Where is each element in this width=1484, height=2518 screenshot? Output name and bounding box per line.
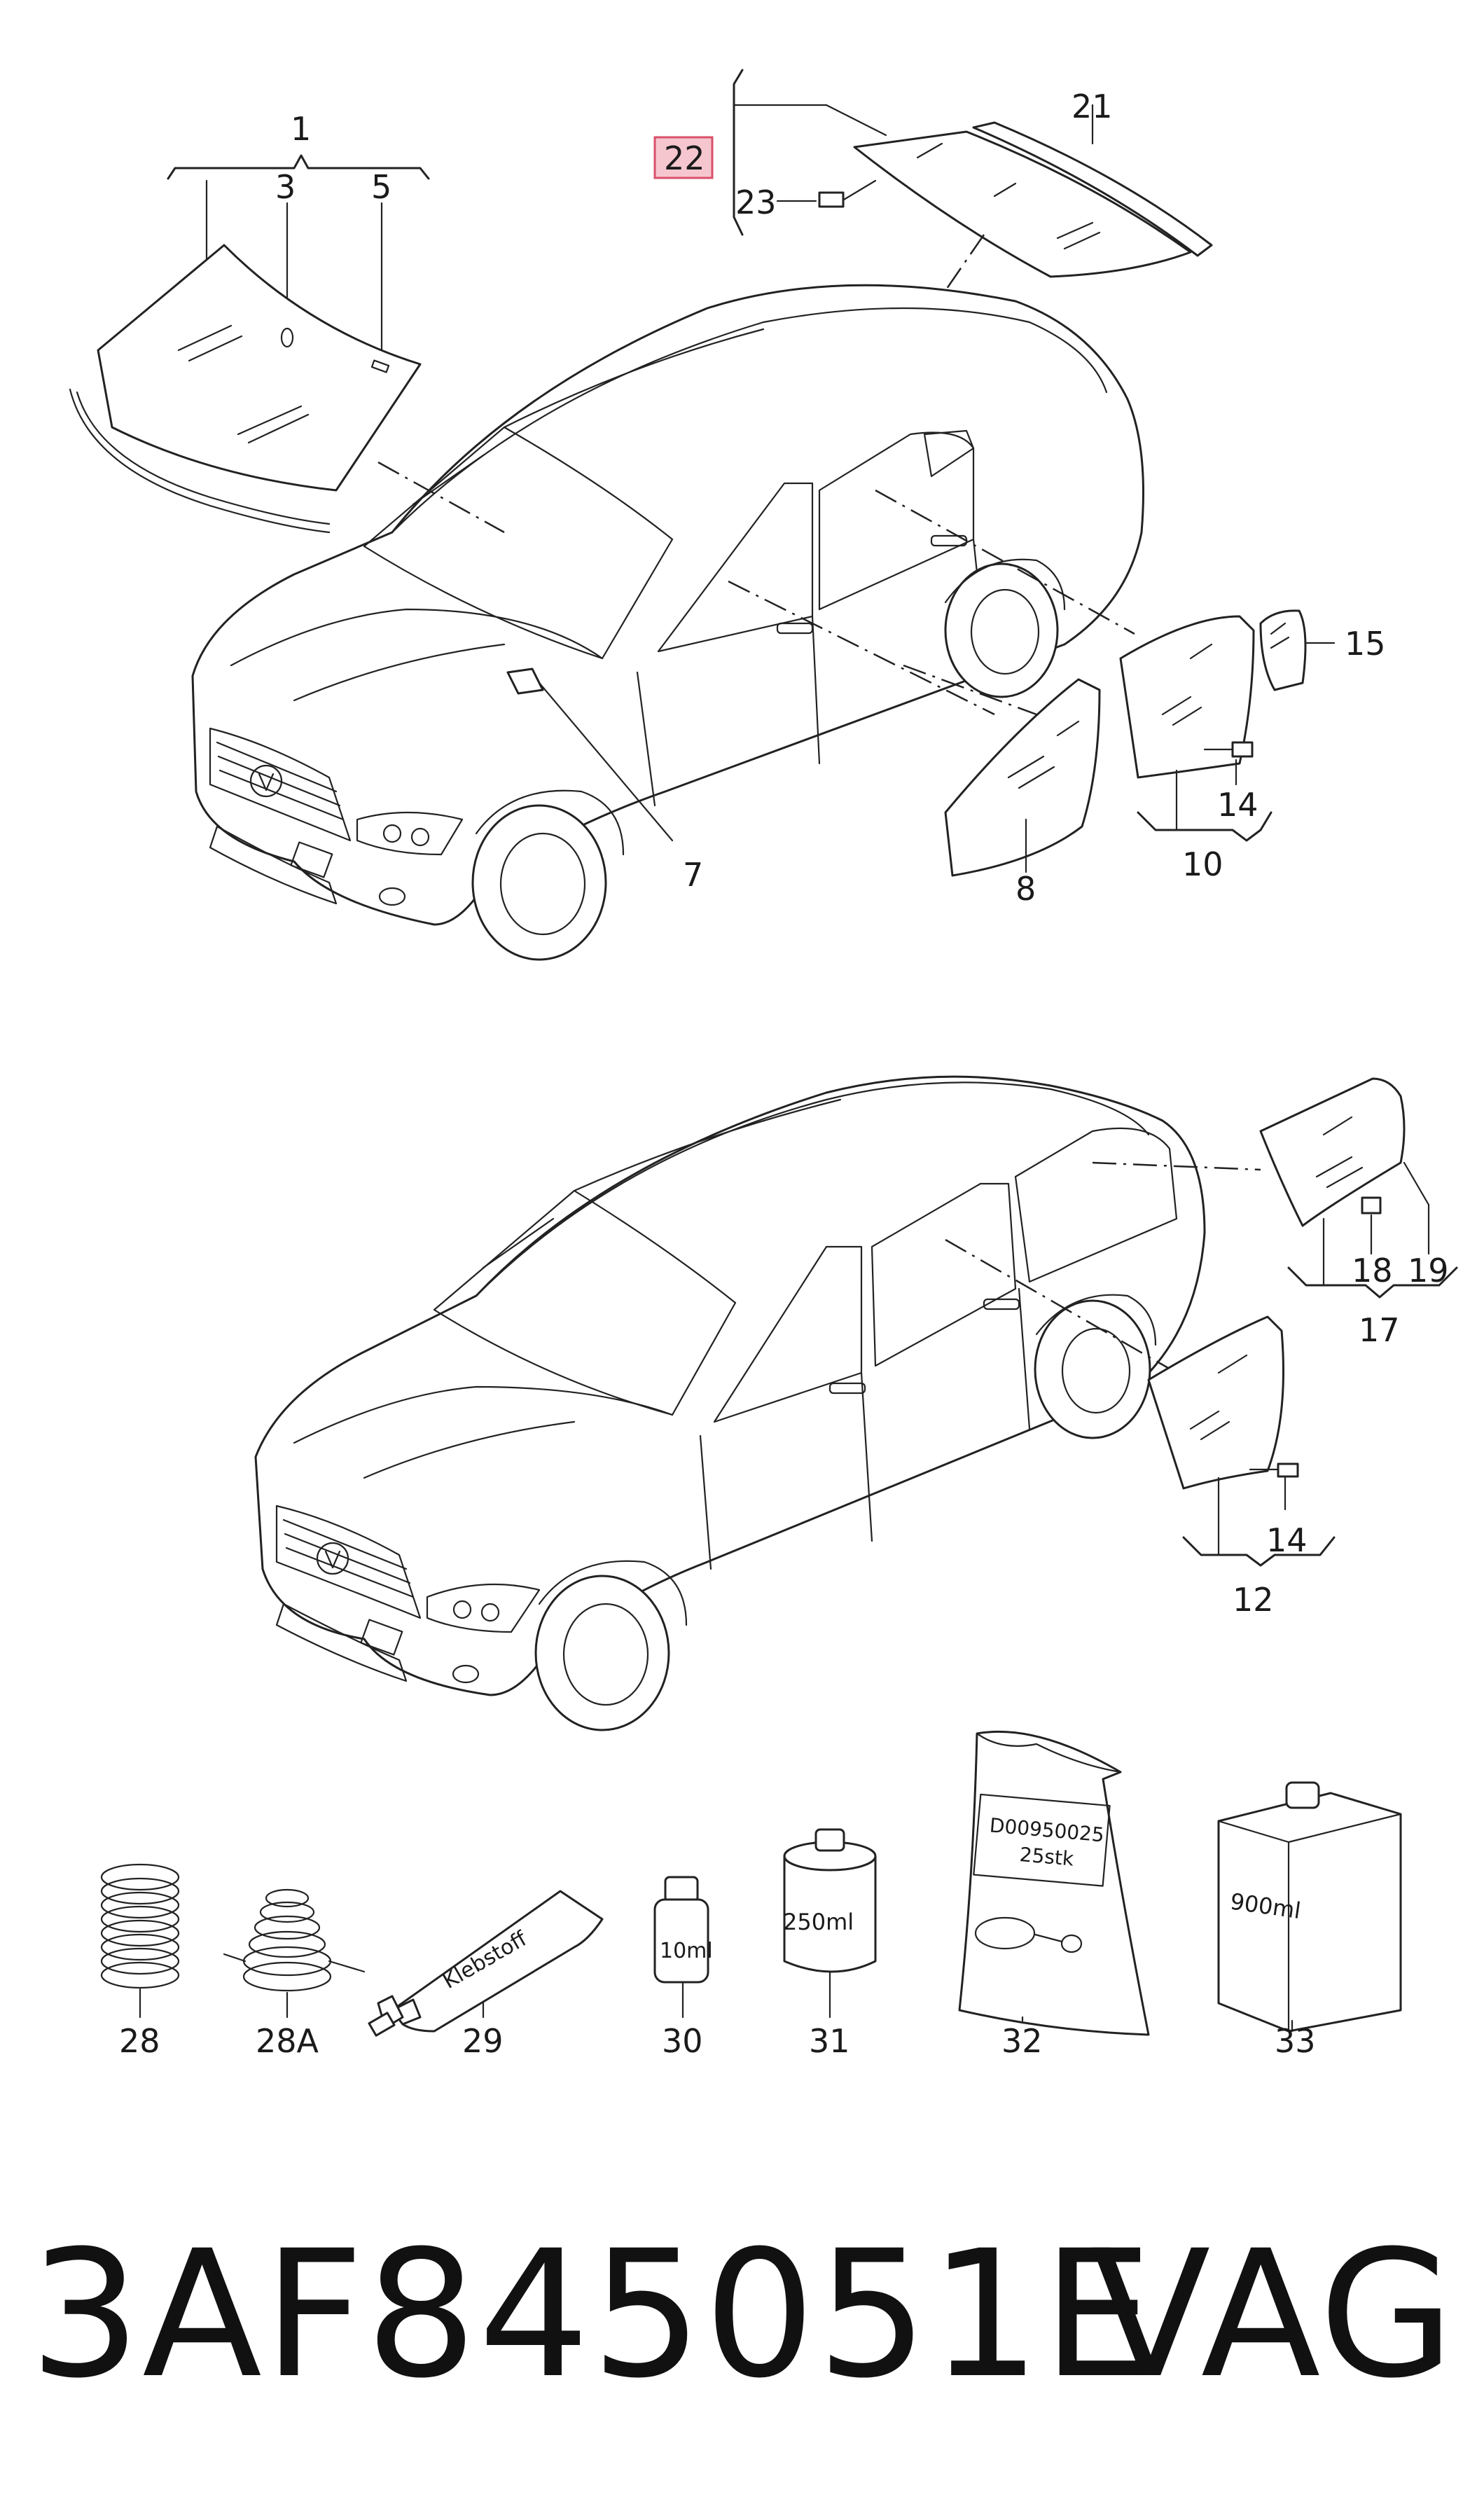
callout-14-wagon: 14 (1266, 1521, 1308, 1559)
cleaner-canister: 900ml (1217, 1781, 1402, 2033)
sedan-car (191, 284, 1144, 961)
part-number: 3AF845051E (29, 2213, 1155, 2416)
wagon-car (254, 1075, 1261, 1731)
callout-29: 29 (462, 2022, 504, 2060)
callout-10: 10 (1182, 845, 1223, 883)
callout-28a: 28A (256, 2022, 319, 2060)
callout-21: 21 (1072, 88, 1113, 125)
rear-window-group (733, 69, 1213, 337)
callout-19: 19 (1408, 1252, 1449, 1289)
callout-17: 17 (1359, 1311, 1400, 1349)
callout-8: 8 (1015, 870, 1036, 908)
callout-31: 31 (809, 2022, 850, 2060)
callout-22-highlight (653, 136, 714, 179)
sealing-cone-roll (223, 1888, 366, 1992)
sedan-door-glass-parts (944, 609, 1336, 877)
callout-23: 23 (735, 184, 777, 221)
bag-quantity: 25stk (1019, 1843, 1076, 1871)
sealing-cord-roll (100, 1863, 180, 1989)
small-bottle: 10ml (653, 1876, 713, 1984)
small-bottle-label: 10ml (660, 1939, 713, 1963)
callout-30: 30 (662, 2022, 703, 2060)
adhesive-tube: Klebstoff (368, 1890, 604, 2037)
brand-label: VAG (1090, 2213, 1456, 2416)
callout-32: 32 (1001, 2022, 1043, 2060)
consumables-row: Klebstoff 10ml 250ml D00950025 25stk (100, 1730, 1402, 2037)
callout-12: 12 (1233, 1581, 1274, 1619)
wagon-glass-parts (1147, 1077, 1458, 1567)
windshield-group (69, 154, 430, 534)
callout-22: 22 (664, 139, 705, 177)
callout-1: 1 (291, 110, 311, 148)
callout-28: 28 (119, 2022, 160, 2060)
callout-3: 3 (275, 168, 296, 206)
callout-5: 5 (371, 168, 391, 206)
callout-14-sedan: 14 (1217, 786, 1258, 824)
callout-15: 15 (1345, 625, 1386, 663)
parts-bag: D00950025 25stk (958, 1730, 1150, 2036)
callout-7: 7 (683, 856, 703, 894)
callout-numbers: 1 3 5 7 8 10 14 15 17 18 19 21 22 23 12 … (119, 88, 1449, 2060)
primer-can: 250ml (783, 1828, 877, 1973)
can-label: 250ml (783, 1909, 854, 1935)
callout-18: 18 (1352, 1252, 1393, 1289)
callout-33: 33 (1275, 2022, 1316, 2060)
